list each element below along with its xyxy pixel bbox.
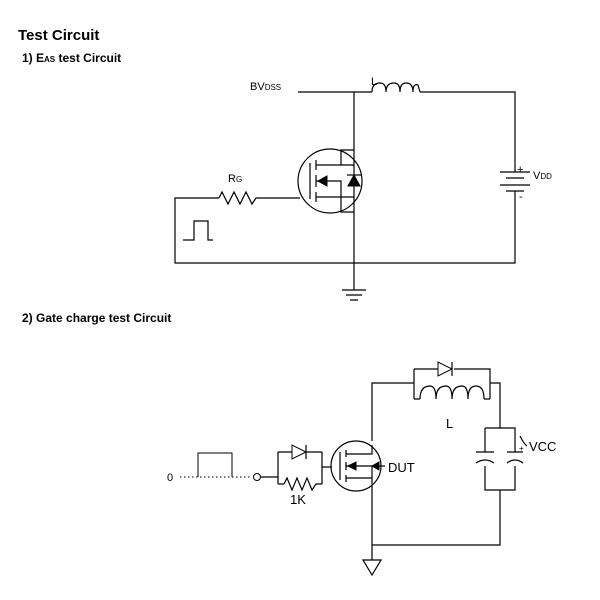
pulse-source-icon <box>183 220 213 241</box>
bracket-vcc <box>519 435 528 447</box>
pulse-waveform-icon <box>197 452 233 477</box>
inductor-label-2: L <box>446 416 453 431</box>
wire-bottom-rail <box>372 490 501 546</box>
input-terminal <box>253 473 261 481</box>
wire-parallel-right <box>321 452 332 484</box>
eas-heading-prefix: 1) E <box>22 51 45 65</box>
ground-symbol-2 <box>361 559 383 577</box>
gate-resistor <box>218 190 257 206</box>
bvdss-label: BVDSS <box>250 81 281 93</box>
gate-charge-circuit-heading: 2) Gate charge test Circuit <box>22 311 172 325</box>
capacitor-plus-mark: + <box>519 444 524 453</box>
capacitor-2-icon <box>506 451 524 464</box>
vdd-minus-label: - <box>519 191 523 203</box>
vdd-plus-label: + <box>517 164 523 176</box>
vcc-label: VCC <box>529 439 556 454</box>
diode-2-icon <box>437 361 454 377</box>
inductor-coil-2 <box>419 385 485 400</box>
dut-label: DUT <box>388 460 415 475</box>
section-title: Test Circuit <box>18 27 100 44</box>
wire-top-right <box>490 382 501 428</box>
eas-heading-subscript: AS <box>44 55 56 64</box>
ground-symbol-1 <box>342 289 366 301</box>
dut-mosfet-icon <box>330 440 385 492</box>
eas-heading-suffix: test Circuit <box>55 51 122 65</box>
wire-drain-to-top <box>371 382 414 441</box>
battery-vdd <box>500 171 530 192</box>
zero-label: 0 <box>167 472 173 484</box>
vdd-label: VDD <box>533 170 552 182</box>
eas-circuit-heading: 1) EAS test Circuit <box>22 51 121 65</box>
wire-vdd-to-ground-rail <box>174 191 516 264</box>
gate-charge-test-circuit: + 0 1K DUT L VCC <box>167 361 556 577</box>
wire-inductor-to-vdd <box>420 91 516 172</box>
gate-resistor-label: RG <box>228 173 242 185</box>
eas-test-circuit: BVDSS L RG + VDD - <box>174 76 552 301</box>
inductor-coil <box>371 82 421 93</box>
inductor-label-1: L <box>371 76 377 88</box>
wire-lc-box <box>413 368 491 400</box>
resistor-1k <box>283 476 322 492</box>
diode-1-icon <box>291 444 308 460</box>
mosfet-icon <box>297 148 363 214</box>
resistor-1k-label: 1K <box>290 492 306 507</box>
wire-capacitor-box <box>484 427 516 491</box>
